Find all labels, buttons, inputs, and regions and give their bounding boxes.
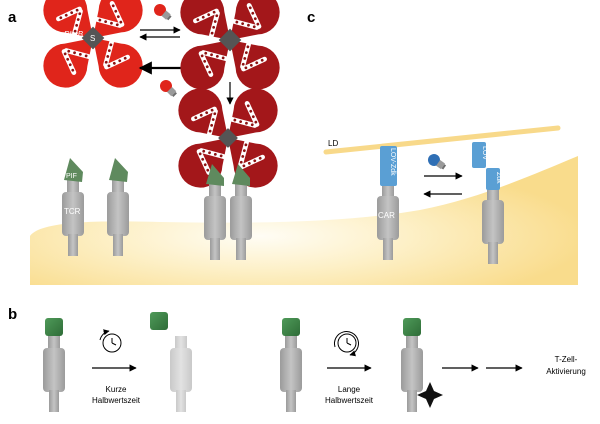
receptor-short-2: [170, 336, 192, 412]
receptor-short-1: [43, 336, 65, 412]
ligand-square-4: [403, 318, 421, 336]
ligand-square-3: [282, 318, 300, 336]
panel-label-a: a: [8, 9, 17, 26]
activation-line1: T-Zell-: [555, 355, 578, 364]
lov-domain: [472, 142, 486, 168]
blue-light-bulb-icon: [425, 151, 449, 173]
ld-bar: [323, 125, 561, 155]
short-halflife-line1: Kurze: [106, 385, 127, 394]
car-label: CAR: [378, 211, 395, 220]
zdk-domain: [486, 168, 500, 190]
lov-zdk-domain: [380, 146, 397, 186]
tcr-label: TCR: [64, 207, 81, 216]
lov-zdk-label: LOV-Zdk: [389, 148, 396, 176]
long-halflife-line1: Lange: [338, 385, 361, 394]
phyb-tetramer-bound: [169, 79, 287, 197]
phyb-tetramer-active: [171, 0, 289, 99]
pif-domain-bound-left: [206, 164, 224, 186]
ld-label: LD: [328, 139, 338, 148]
long-halflife-line2: Halbwertszeit: [325, 396, 374, 405]
ligand-square-1: [45, 318, 63, 336]
s-label: S: [90, 34, 95, 43]
pif-domain-bound-right: [232, 164, 250, 186]
panel-label-c: c: [307, 9, 315, 26]
ligand-square-dissociated: [150, 312, 168, 330]
activation-line2: Aktivierung: [546, 367, 586, 376]
timer-icon-short: [99, 329, 122, 353]
short-halflife-line2: Halbwertszeit: [92, 396, 141, 405]
timer-icon-long: [334, 331, 359, 357]
pif-label: PIF: [66, 173, 77, 180]
far-red-light-bulb-icon: [157, 77, 180, 100]
receptor-long-2: [401, 336, 423, 412]
phyb-label: PhyB: [64, 30, 84, 39]
pif-domain-2: [109, 158, 128, 182]
receptor-long-1: [280, 336, 302, 412]
red-light-bulb-icon: [151, 1, 174, 23]
panel-label-b: b: [8, 306, 17, 323]
zdk-label: Zdk: [495, 172, 502, 184]
pif-domain: [64, 158, 83, 182]
activation-star-icon: [417, 382, 443, 408]
phyb-tetramer-red: [34, 0, 152, 97]
cell-membrane-background: [30, 156, 578, 285]
lov-label: LOV: [481, 146, 488, 160]
